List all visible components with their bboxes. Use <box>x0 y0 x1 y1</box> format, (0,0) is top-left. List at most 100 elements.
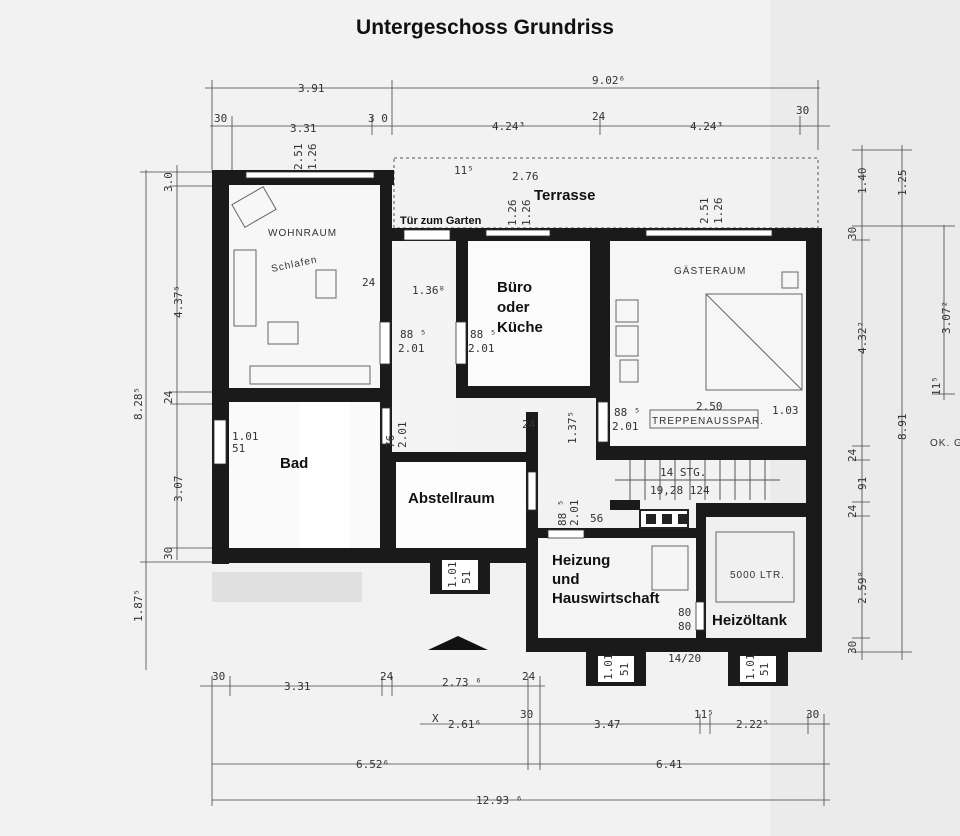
room-label-hauswirtschaft: Hauswirtschaft <box>552 590 660 607</box>
dims-bottom: 30 3.31 24 2.73 ⁶ 24 X 2.61⁶ 30 3.47 11⁵… <box>212 670 819 807</box>
room-label-abstellraum: Abstellraum <box>408 490 495 507</box>
dim-bot-115: 11⁵ <box>694 708 714 721</box>
dim-top-9026: 9.02⁶ <box>592 74 625 87</box>
room-label-tank: 5000 LTR. <box>730 570 785 581</box>
dim-bot-x: X <box>432 712 439 725</box>
room-label-kueche: Küche <box>497 319 543 336</box>
dim-left-30a: 3.0 <box>162 172 175 192</box>
dim-right-140: 1.40 <box>856 168 869 195</box>
dim-in-1928: 19,28 124 <box>650 484 710 497</box>
dim-in-885d: 88 ⁵ <box>556 500 569 527</box>
dim-in-101c: 1.01 <box>602 654 615 681</box>
dim-top-30a: 30 <box>214 112 227 125</box>
dimension-lines-left <box>140 165 230 670</box>
dim-right-3072: 3.07² <box>940 301 953 334</box>
dim-left-307: 3.07 <box>172 476 185 503</box>
dim-in-101b: 1.01 <box>446 562 459 589</box>
dim-in-885a: 88 ⁵ <box>400 328 427 341</box>
dimension-lines-right <box>852 145 955 660</box>
dim-right-30b: 30 <box>846 641 859 654</box>
dim-right-24b: 24 <box>846 504 859 518</box>
label-ok-g: OK. G <box>930 438 960 449</box>
room-label-tuer-garten: Tür zum Garten <box>400 215 482 227</box>
dim-bot-30c: 30 <box>806 708 819 721</box>
dim-right-125: 1.25 <box>896 170 909 197</box>
furniture <box>212 186 803 650</box>
terrace-outline <box>393 157 819 229</box>
dim-right-4322: 4.32² <box>856 321 869 354</box>
dim-in-t276: 2.76 <box>512 170 539 183</box>
dim-top-30b: 3 0 <box>368 112 388 125</box>
dim-left-8285: 8.28⁵ <box>132 387 145 420</box>
room-label-gaesteraum: GÄSTERAUM <box>674 265 746 277</box>
room-label-und: und <box>552 571 580 588</box>
dimension-lines-top <box>205 80 830 170</box>
dim-in-201c: 2.01 <box>612 420 639 433</box>
room-label-heizung: Heizung <box>552 552 610 569</box>
dim-bot-6526: 6.52⁶ <box>356 758 389 771</box>
dim-right-91: 91 <box>856 477 869 490</box>
dims-left: 3.0 4.37⁵ 24 8.28⁵ 3.07 30 1.87⁵ <box>132 172 185 622</box>
dim-in-126d: 1.26 <box>712 198 725 225</box>
dim-top-30c: 30 <box>796 104 809 117</box>
room-label-heizoeltank: Heizöltank <box>712 612 788 629</box>
dim-top-24: 24 <box>592 110 606 123</box>
dim-bot-12936: 12.93 ⁶ <box>476 794 522 807</box>
walls <box>212 170 822 686</box>
dim-top-331: 3.31 <box>290 122 317 135</box>
dims-inner: 2.51 1.26 11⁵ 2.76 1.26 1.26 2.51 1.26 2… <box>232 144 799 681</box>
room-label-buero: Büro <box>497 279 532 296</box>
dim-in-51b: 51 <box>460 571 473 584</box>
dim-in-1368: 1.36⁸ <box>412 284 445 297</box>
dim-bot-641: 6.41 <box>656 758 683 771</box>
dim-right-24a: 24 <box>846 448 859 462</box>
dim-right-30: 30 <box>846 227 859 240</box>
dim-in-251a: 2.51 <box>292 144 305 171</box>
dim-bot-24a: 24 <box>380 670 394 683</box>
dim-bot-30b: 30 <box>520 708 533 721</box>
dim-in-56: 56 <box>590 512 603 525</box>
dim-in-126a: 1.26 <box>306 144 319 171</box>
dim-bot-331: 3.31 <box>284 680 311 693</box>
windows <box>213 171 773 631</box>
dim-in-24: 24 <box>362 276 376 289</box>
dim-in-201e: 2.01 <box>568 500 581 527</box>
dim-in-101a: 1.01 <box>232 430 259 443</box>
dim-left-30b: 30 <box>162 547 175 560</box>
dim-bot-30: 30 <box>212 670 225 683</box>
room-label-wohnraum: WOHNRAUM <box>268 228 337 239</box>
dim-in-201a: 2.01 <box>398 342 425 355</box>
dim-in-126b: 1.26 <box>506 200 519 227</box>
dim-in-885b: 88 ⁵ <box>470 328 497 341</box>
room-label-treppe: TREPPENAUSSPAR. <box>652 416 764 427</box>
dim-top-4243a: 4.24³ <box>492 120 525 133</box>
dimension-lines-bottom <box>200 676 830 806</box>
dim-in-76: 76 <box>384 435 397 448</box>
dim-bot-347: 3.47 <box>594 718 621 731</box>
dim-top-391: 3.91 <box>298 82 325 95</box>
dim-in-885c: 88 ⁵ <box>614 406 641 419</box>
dim-right-891: 8.91 <box>896 414 909 441</box>
dim-in-250: 2.50 <box>696 400 723 413</box>
dim-in-201d: 2.01 <box>396 422 409 449</box>
dim-bot-2736: 2.73 ⁶ <box>442 676 482 689</box>
dims-right: 1.40 1.25 30 4.32² 3.07² 11⁵ 8.91 24 91 … <box>846 168 953 655</box>
north-arrow-icon <box>428 636 488 650</box>
dim-left-24: 24 <box>162 390 175 404</box>
room-label-bad: Bad <box>280 455 308 472</box>
dim-in-14stg: 14 STG. <box>660 466 706 479</box>
dim-bot-2616: 2.61⁶ <box>448 718 481 731</box>
dim-in-101d: 1.01 <box>744 654 757 681</box>
dim-in-126c: 1.26 <box>520 200 533 227</box>
dim-in-51d: 51 <box>758 663 771 676</box>
room-label-terrasse: Terrasse <box>534 187 595 204</box>
dim-in-51a: 51 <box>232 442 245 455</box>
dim-in-201b: 2.01 <box>468 342 495 355</box>
dim-in-1420: 14/20 <box>668 652 701 665</box>
dim-in-103: 1.03 <box>772 404 799 417</box>
dim-in-24b: 24 <box>522 418 536 431</box>
dim-in-t115: 11⁵ <box>454 164 474 177</box>
dim-bot-24b: 24 <box>522 670 536 683</box>
dim-bot-2225: 2.22⁵ <box>736 718 769 731</box>
